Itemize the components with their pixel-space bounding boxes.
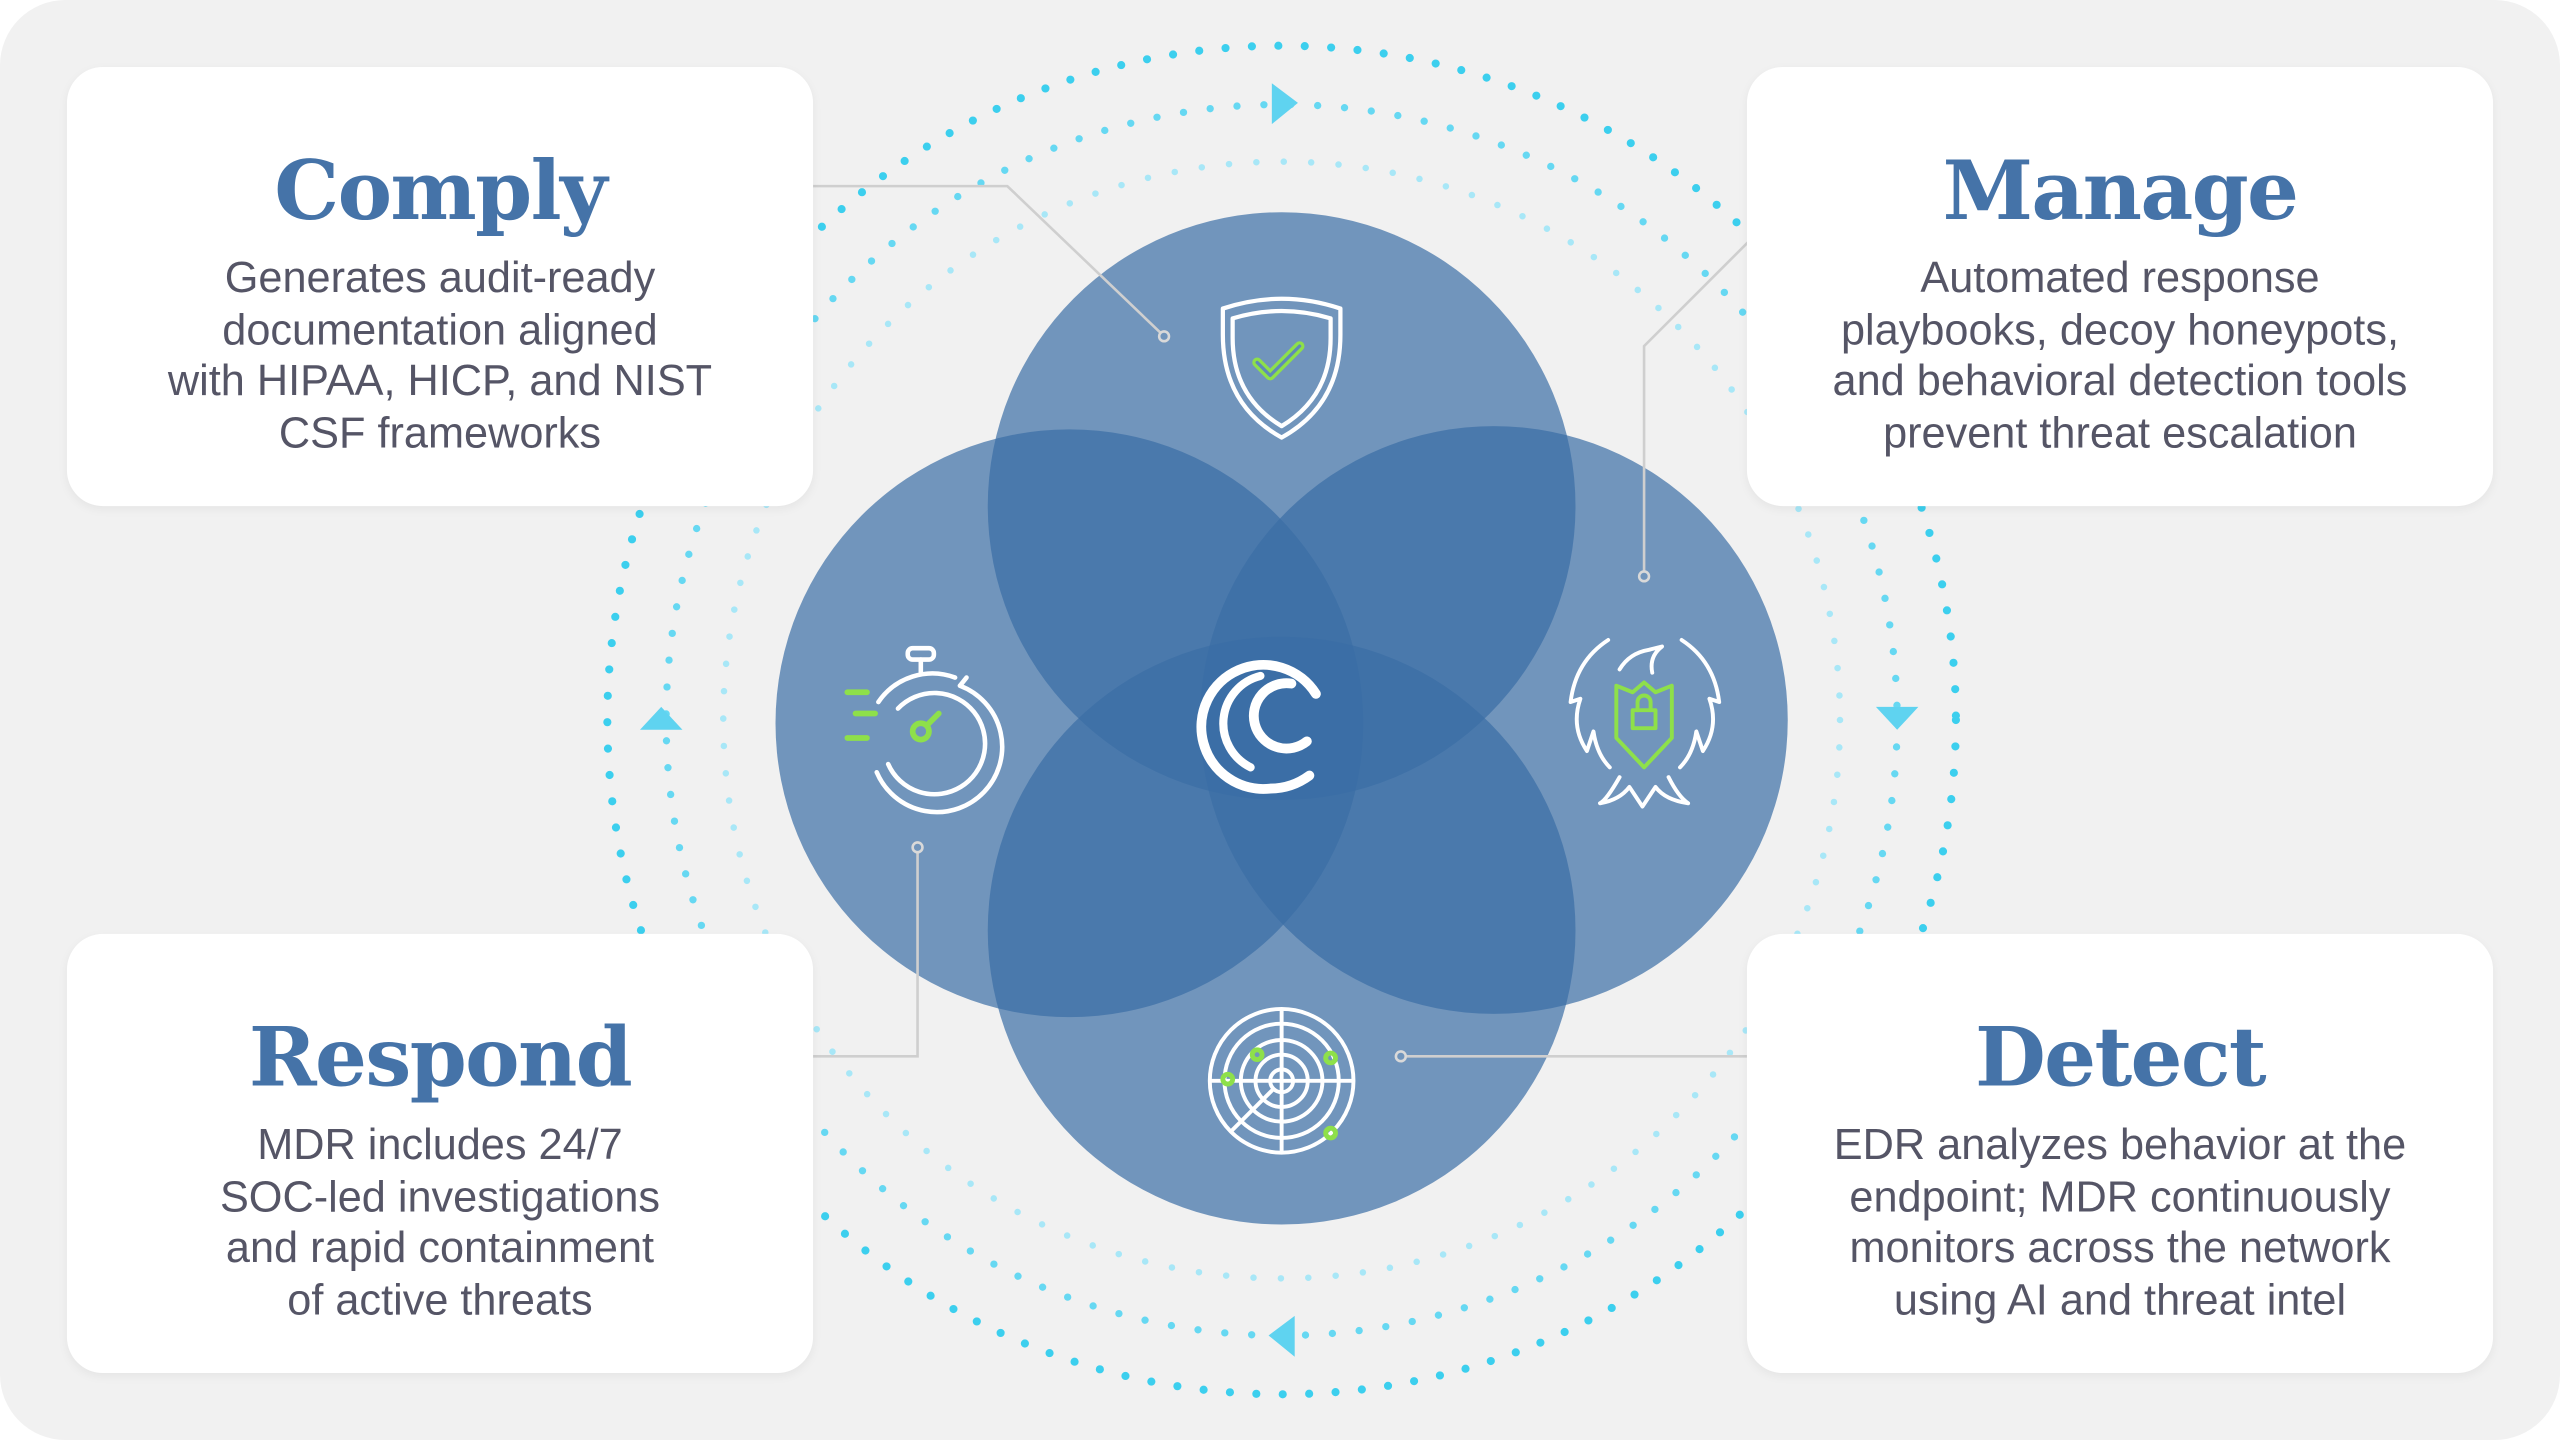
description-line: playbooks, decoy honeypots,: [1840, 304, 2400, 354]
cycle-arrows: [639, 83, 1919, 1357]
description-line: Generates audit-ready: [224, 253, 656, 303]
stopwatch-icon: [844, 645, 1005, 815]
dotted-ring-outer: [603, 41, 1960, 1399]
card-description: Automated response playbooks, decoy hone…: [1796, 253, 2444, 459]
card-description: Generates audit-ready documentation alig…: [116, 253, 764, 459]
description-line: endpoint; MDR continuously: [1849, 1171, 2391, 1221]
description-line: and behavioral detection tools: [1832, 355, 2408, 405]
arrow-up-icon: [639, 706, 683, 730]
card-description: MDR includes 24/7 SOC-led investigations…: [116, 1120, 764, 1326]
brand-c-logo-icon: [1196, 659, 1321, 794]
card-comply: Comply Generates audit-ready documentati…: [66, 66, 814, 507]
description-line: monitors across the network: [1849, 1222, 2391, 1272]
shield-check-icon: [1220, 296, 1343, 440]
description-line: Automated response: [1920, 253, 2320, 303]
card-description: EDR analyzes behavior at the endpoint; M…: [1796, 1120, 2444, 1326]
card-title: Detect: [1974, 1008, 2267, 1106]
card-title: Comply: [274, 142, 607, 239]
description-line: prevent threat escalation: [1883, 407, 2357, 457]
card-detect: Detect EDR analyzes behavior at the endp…: [1746, 933, 2494, 1374]
eagle-shield-lock-icon: [1568, 638, 1722, 809]
description-line: using AI and threat intel: [1893, 1274, 2347, 1324]
description-line: documentation aligned: [222, 304, 658, 354]
radar-icon: [1207, 1007, 1356, 1155]
description-line: with HIPAA, HICP, and NIST: [167, 355, 713, 405]
card-manage: Manage Automated response playbooks, dec…: [1746, 66, 2494, 507]
description-line: of active threats: [287, 1274, 593, 1324]
description-line: CSF frameworks: [278, 407, 602, 457]
dotted-ring-inner: [719, 158, 1844, 1282]
arrow-right-icon: [1271, 83, 1298, 125]
description-line: MDR includes 24/7: [257, 1119, 623, 1169]
card-title: Respond: [248, 1008, 633, 1106]
arrow-down-icon: [1875, 706, 1919, 730]
description-line: EDR analyzes behavior at the: [1833, 1119, 2407, 1169]
description-line: SOC-led investigations: [219, 1171, 661, 1221]
venn-circles: [775, 212, 1788, 1225]
description-line: and rapid containment: [225, 1222, 655, 1272]
card-respond: Respond MDR includes 24/7 SOC-led invest…: [66, 933, 814, 1374]
circle-detect: [987, 636, 1576, 1225]
arrow-left-icon: [1268, 1315, 1295, 1357]
card-title: Manage: [1942, 142, 2299, 239]
